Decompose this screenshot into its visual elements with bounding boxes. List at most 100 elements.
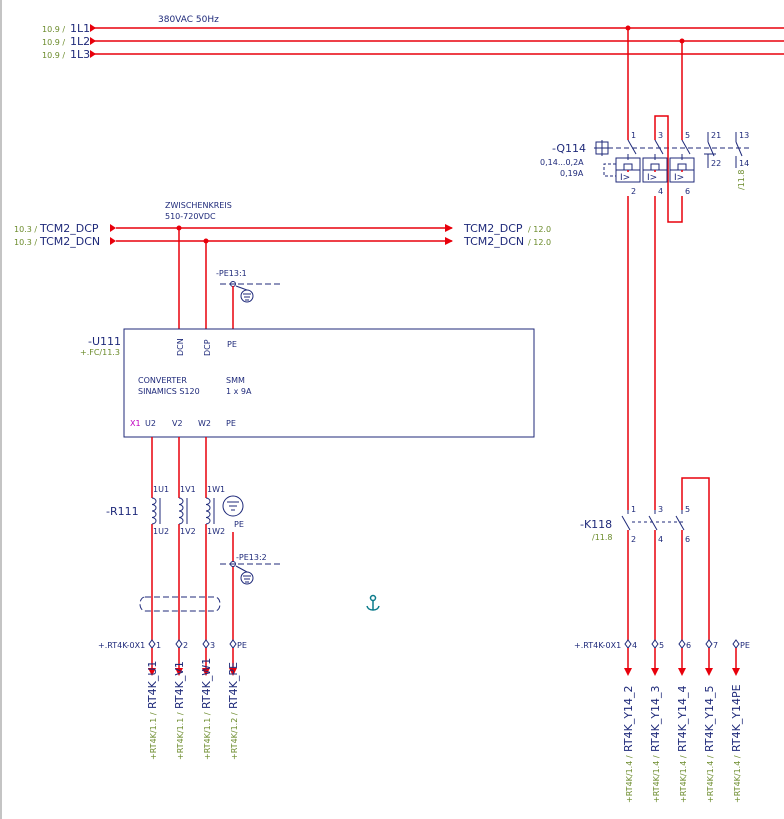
q114-term-1: 1 (631, 131, 636, 140)
cable-rt4k-y14-4: +RT4K/1.4 / RT4K_Y14_4 (676, 685, 689, 803)
r111-term-1w2: 1W2 (207, 527, 225, 536)
terminal-left-2: 2 (183, 641, 188, 650)
k118-ref: /11.8 (592, 533, 613, 542)
r111-ground-icon (222, 495, 244, 517)
dcn-out-label: TCM2_DCN (463, 235, 524, 248)
mains-busbar: 380VAC 50Hz 10.9 / 1L1 10.9 / 1L2 10.9 /… (42, 15, 784, 61)
q114-term-3: 3 (658, 131, 663, 140)
u111-term-v2: V2 (172, 419, 183, 428)
pe13-2-ground: -PE13:2 (220, 553, 280, 585)
mains-l3-label: 1L3 (70, 48, 90, 61)
k118-term-1: 1 (631, 505, 636, 514)
q114-breaker: -Q114 0,14...0,2A 0,19A 1 3 5 2 4 6 (540, 28, 750, 223)
cable-rt4k-pe: +RT4K/1.2 / RT4K_PE (227, 662, 240, 760)
k118-term-6: 6 (685, 535, 690, 544)
u111-type-1: SMM (226, 376, 245, 385)
q114-phase-bridge (654, 115, 683, 223)
terminal-right-6: 6 (686, 641, 691, 650)
r111-pe: PE (234, 520, 244, 529)
u111-term-dcp: DCP (203, 339, 212, 356)
anchor-icon (366, 594, 380, 611)
k118-tag: -K118 (580, 518, 612, 531)
r111-term-1w1: 1W1 (207, 485, 225, 494)
q114-term-4: 4 (658, 187, 663, 196)
mains-l2-ref: 10.9 / (42, 38, 65, 47)
k118-contactor: -K118 /11.8 1 3 5 2 4 6 (580, 196, 710, 640)
q114-aux-ref: /11.8 (737, 169, 746, 190)
q114-tag: -Q114 (552, 142, 586, 155)
u111-term-w2: W2 (198, 419, 211, 428)
dcp-in-label: TCM2_DCP (39, 222, 99, 235)
terminals-left-strip: +.RT4K-0X1 (98, 641, 145, 650)
q114-aux-22: 22 (711, 159, 721, 168)
q114-aux-13: 13 (739, 131, 749, 140)
mains-l1-arrow (90, 24, 96, 32)
mains-l1-label: 1L1 (70, 22, 90, 35)
u111-desc-1: CONVERTER (138, 376, 187, 385)
dc-link-note-2: 510-720VDC (165, 212, 216, 221)
terminal-left-1: 1 (156, 641, 161, 650)
u111-connector: X1 (130, 419, 141, 428)
dcp-out-ref: / 12.0 (528, 225, 551, 234)
r111-term-1u2: 1U2 (153, 527, 169, 536)
u111-output-wires (151, 437, 234, 640)
k118-term-5: 5 (685, 505, 690, 514)
mains-voltage-note: 380VAC 50Hz (158, 15, 219, 25)
terminal-left-3: 3 (210, 641, 215, 650)
q114-trip-2: I> (647, 173, 657, 183)
dc-link: ZWISCHENKREIS 510-720VDC 10.3 / TCM2_DCP… (14, 201, 551, 329)
k118-term-4: 4 (658, 535, 663, 544)
pe13-1-ground: -PE13:1 (216, 269, 280, 329)
u111-location: +.FC/11.3 (80, 348, 120, 357)
mains-l3-ref: 10.9 / (42, 51, 65, 60)
mains-l2-label: 1L2 (70, 35, 90, 48)
dcn-in-label: TCM2_DCN (39, 235, 100, 248)
k118-term-3: 3 (658, 505, 663, 514)
u111-term-dcn: DCN (176, 338, 185, 356)
u111-converter: -U111 +.FC/11.3 DCN DCP PE CONVERTER SIN… (80, 328, 535, 438)
u111-tag: -U111 (88, 335, 121, 348)
q114-trip-1: I> (620, 173, 630, 183)
q114-term-6: 6 (685, 187, 690, 196)
cable-rt4k-u1: +RT4K/1.1 / RT4K_U1 (146, 661, 159, 760)
terminal-left-pe: PE (237, 641, 247, 650)
mains-l3-arrow (90, 50, 96, 58)
q114-aux-21: 21 (711, 131, 721, 140)
q114-term-2: 2 (631, 187, 636, 196)
q114-aux-14: 14 (739, 159, 749, 168)
u111-type-2: 1 x 9A (226, 387, 252, 396)
cable-rt4k-y14-5: +RT4K/1.4 / RT4K_Y14_5 (703, 685, 716, 803)
cable-rt4k-v1: +RT4K/1.1 / RT4K_V1 (173, 661, 186, 760)
cable-rt4k-y14-2: +RT4K/1.4 / RT4K_Y14_2 (622, 685, 635, 803)
cable-rt4k-y14pe: +RT4K/1.4 / RT4K_Y14PE (730, 684, 743, 803)
pe13-1-tag: -PE13:1 (216, 269, 247, 278)
u111-box (123, 328, 535, 438)
terminal-right-5: 5 (659, 641, 664, 650)
dcp-out-label: TCM2_DCP (463, 222, 523, 235)
k118-term-2: 2 (631, 535, 636, 544)
dc-link-note-1: ZWISCHENKREIS (165, 201, 232, 210)
terminal-strip-left: +.RT4K-0X1 1 2 3 PE +RT4K/1.1 / RT4K_U1 … (98, 639, 247, 760)
mains-l2-arrow (90, 37, 96, 45)
q114-term-5: 5 (685, 131, 690, 140)
terminal-right-7: 7 (713, 641, 718, 650)
q114-setting: 0,19A (560, 169, 584, 178)
u111-term-pe: PE (226, 419, 236, 428)
q114-trip-3: I> (674, 173, 684, 183)
terminal-right-pe: PE (740, 641, 750, 650)
dcn-in-ref: 10.3 / (14, 238, 37, 247)
u111-desc-2: SINAMICS S120 (138, 387, 200, 396)
r111-term-1u1: 1U1 (153, 485, 169, 494)
r111-term-1v2: 1V2 (180, 527, 196, 536)
u111-term-pe-top: PE (227, 340, 237, 349)
pe13-2-tag: -PE13:2 (236, 553, 267, 562)
terminals-right-strip: +.RT4K-0X1 (574, 641, 621, 650)
dcn-out-ref: / 12.0 (528, 238, 551, 247)
mains-l1-ref: 10.9 / (42, 25, 65, 34)
u111-term-u2: U2 (145, 419, 156, 428)
terminal-strip-right: +.RT4K-0X1 4 5 6 7 PE +RT4K/1.4 / RT (574, 639, 750, 803)
cable-rt4k-y14-3: +RT4K/1.4 / RT4K_Y14_3 (649, 685, 662, 803)
terminal-right-4: 4 (632, 641, 637, 650)
dcp-in-ref: 10.3 / (14, 225, 37, 234)
